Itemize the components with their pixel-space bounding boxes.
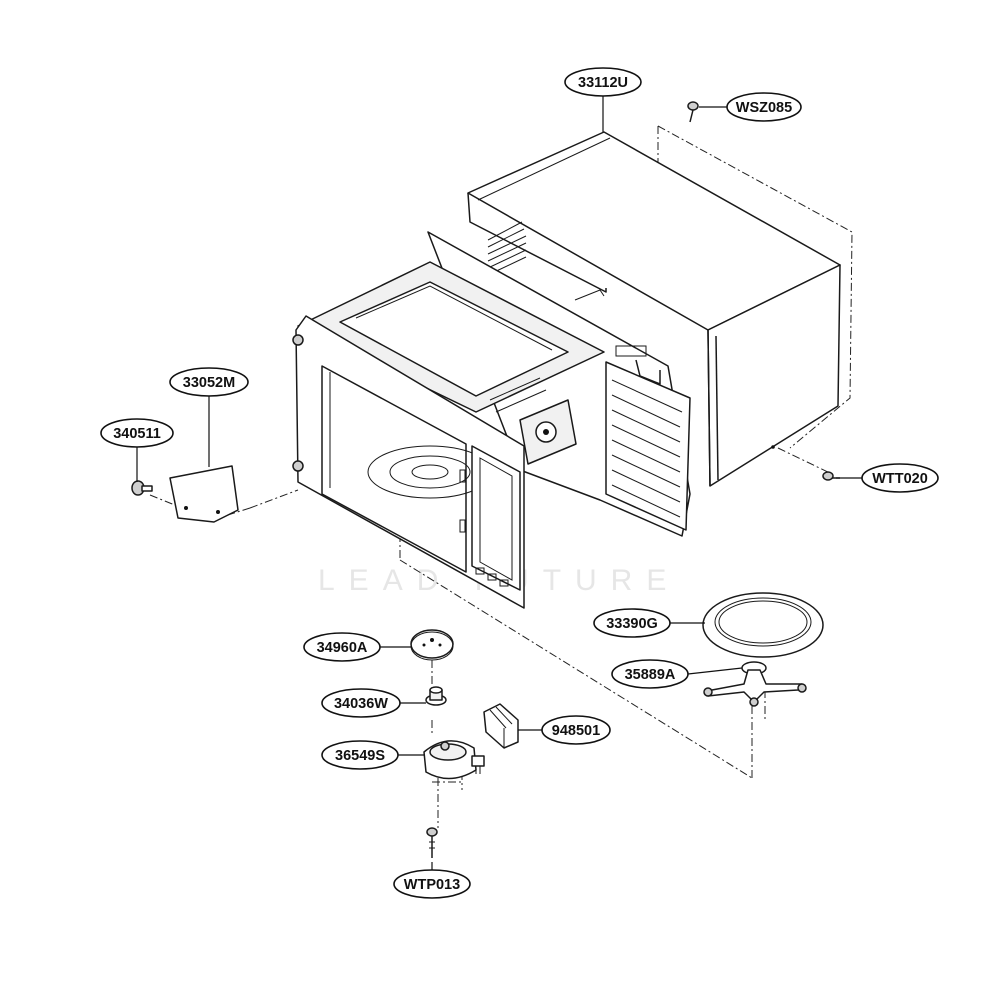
part-label: 34960A xyxy=(317,640,368,656)
outer-cabinet xyxy=(467,131,841,487)
fuse-948501 xyxy=(483,703,519,749)
part-label: 33390G xyxy=(606,616,658,632)
callout-948501: 948501 xyxy=(541,715,611,745)
screw-wsz085 xyxy=(687,101,699,123)
callout-34960A: 34960A xyxy=(303,632,381,662)
part-label: 948501 xyxy=(552,723,600,739)
part-label: 340511 xyxy=(113,426,161,442)
screw-wtt020 xyxy=(822,471,840,481)
turntable-motor xyxy=(423,740,485,780)
part-label: WSZ085 xyxy=(736,100,792,116)
callout-33112U: 33112U xyxy=(564,67,642,97)
part-label: WTT020 xyxy=(872,471,928,487)
part-label: 33112U xyxy=(578,75,628,91)
coupler xyxy=(410,629,454,661)
callout-34036W: 34036W xyxy=(321,688,401,718)
oven-chassis xyxy=(292,231,691,609)
cover-plate xyxy=(169,465,239,523)
callout-36549S: 36549S xyxy=(321,740,399,770)
callout-WTT020: WTT020 xyxy=(861,463,939,493)
part-label: WTP013 xyxy=(404,877,460,893)
callout-340511: 340511 xyxy=(100,418,174,448)
callout-33390G: 33390G xyxy=(593,608,671,638)
callout-35889A: 35889A xyxy=(611,659,689,689)
part-label: 35889A xyxy=(625,667,676,683)
screw-340511 xyxy=(131,480,153,496)
part-label: 34036W xyxy=(334,696,388,712)
part-label: 36549S xyxy=(335,748,385,764)
callout-WTP013: WTP013 xyxy=(393,869,471,899)
glass-tray xyxy=(702,592,824,658)
shaft xyxy=(425,686,447,706)
roller-ring xyxy=(703,661,807,707)
leader-lines xyxy=(136,96,862,870)
callout-WSZ085: WSZ085 xyxy=(726,92,802,122)
screw-wtp013 xyxy=(426,827,438,858)
part-label: 33052M xyxy=(183,375,235,391)
callout-33052M: 33052M xyxy=(169,367,249,397)
